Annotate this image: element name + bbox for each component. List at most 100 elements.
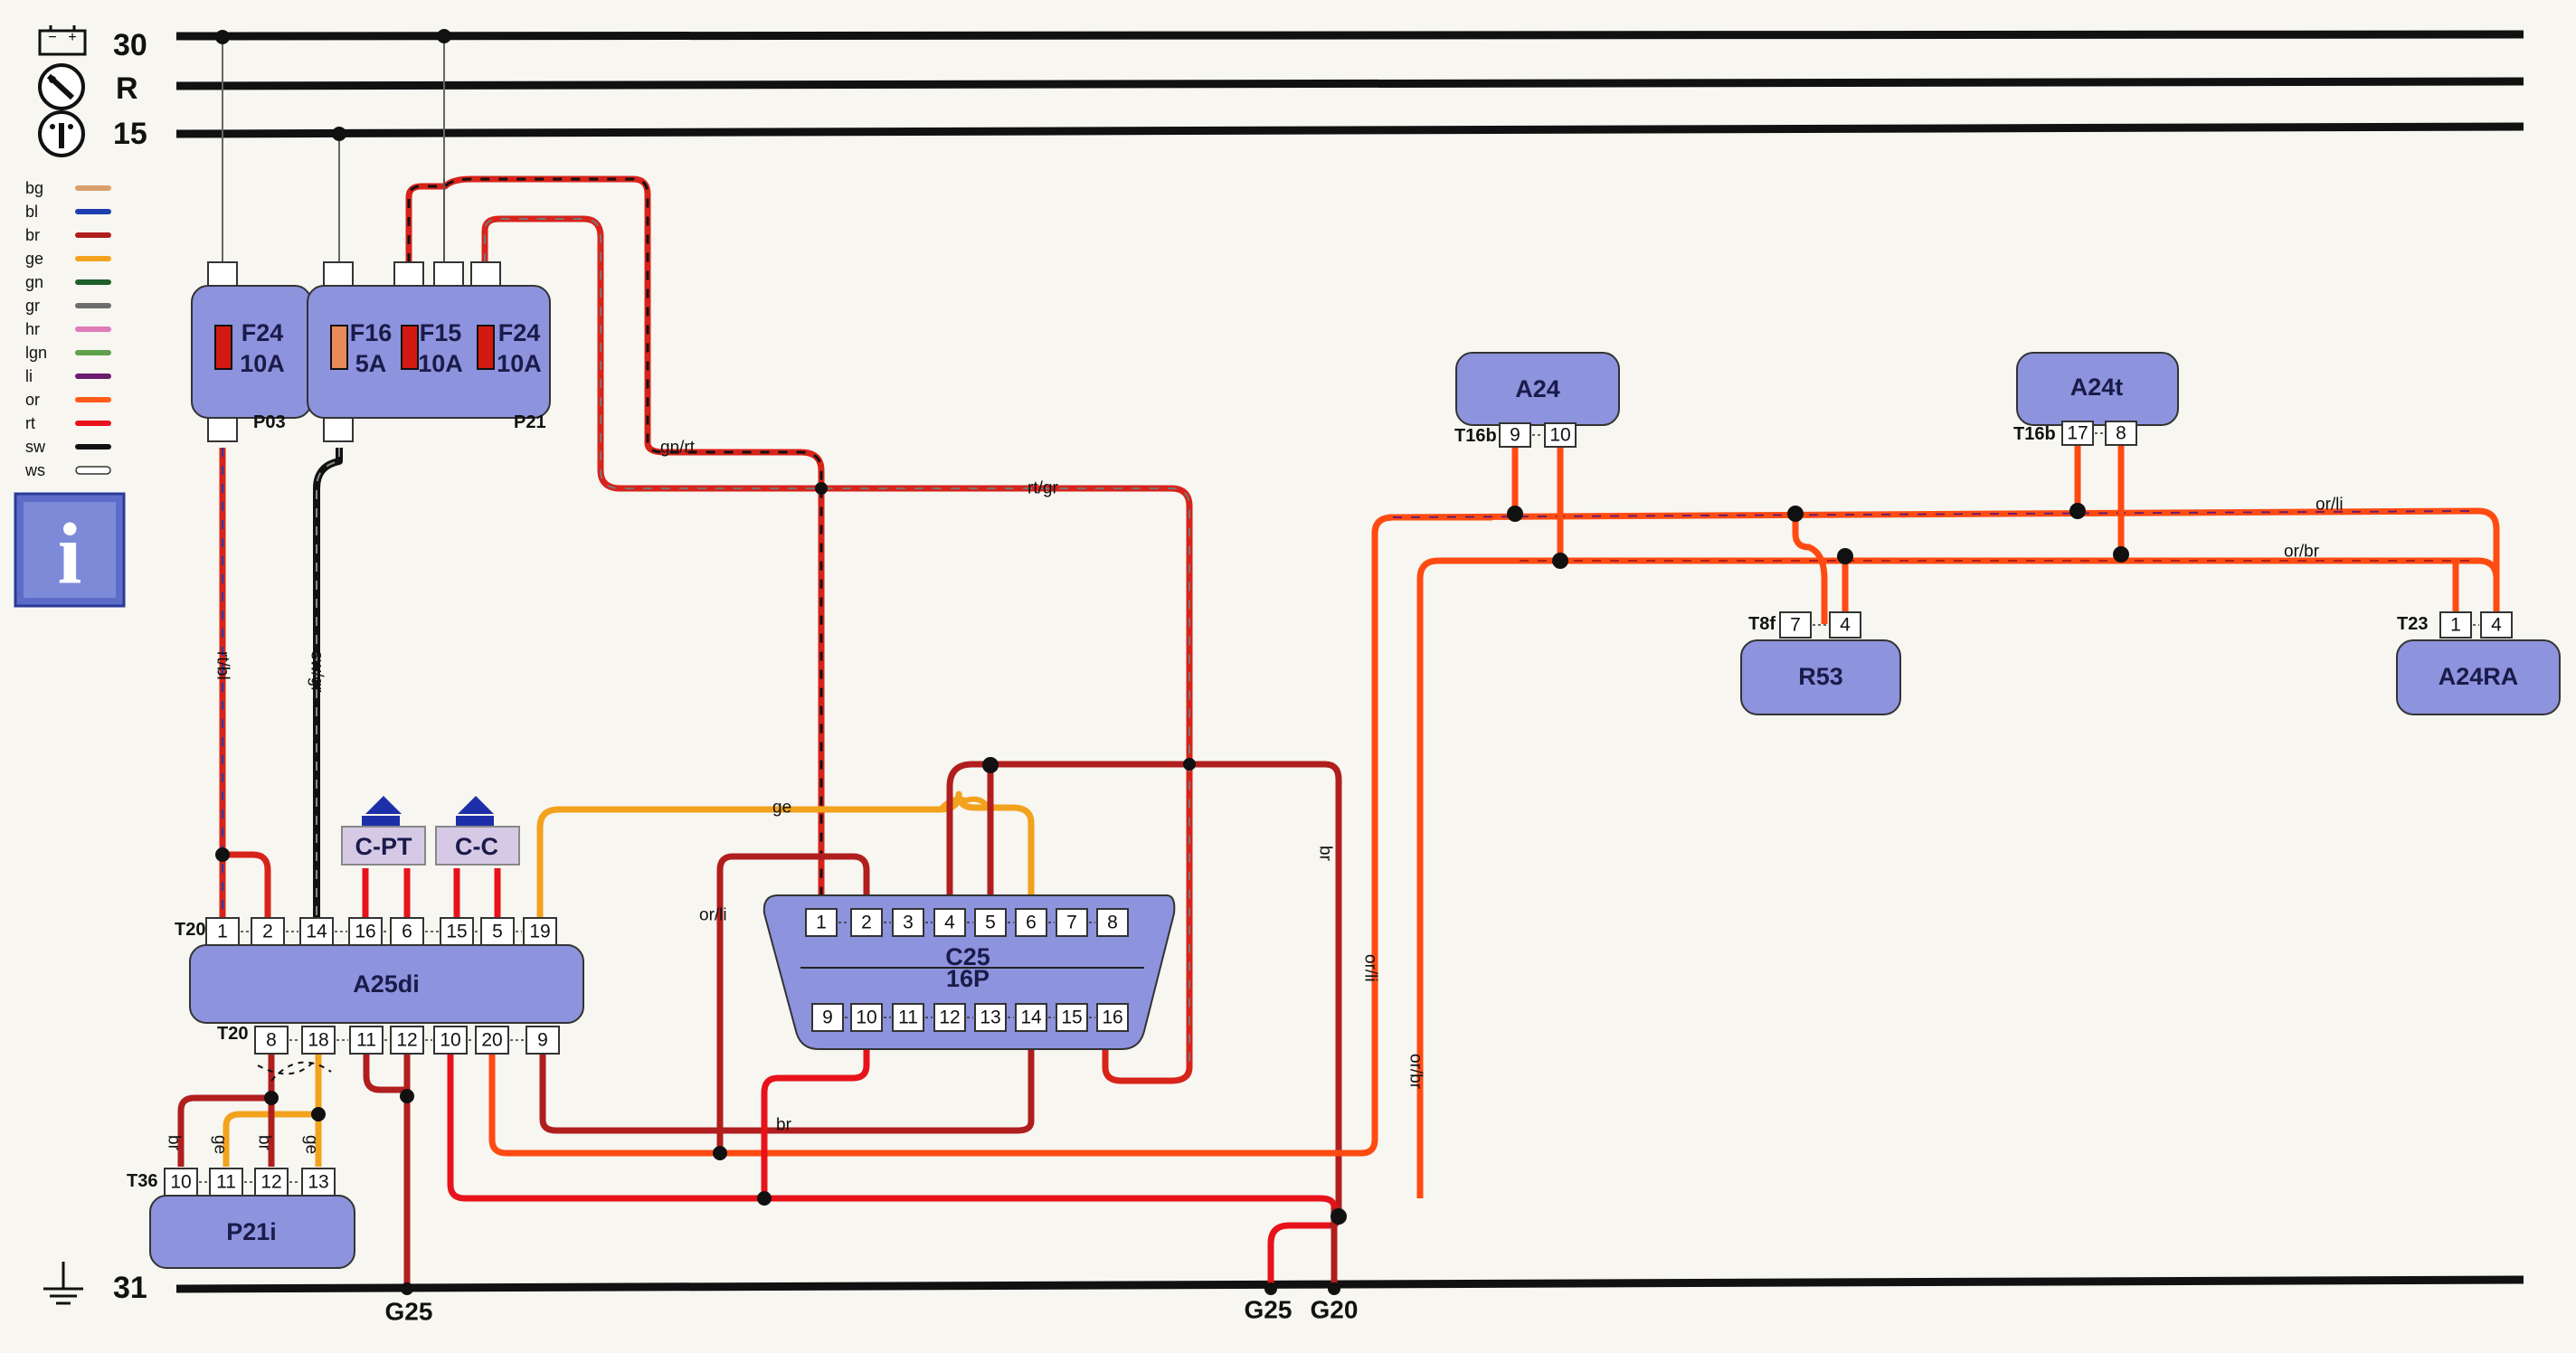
a25di-label: A25di [353,970,420,998]
wire-label-or-br-bus: or/br [2284,543,2320,562]
c25-bottom-pin-14 [1015,1003,1047,1032]
wire-label-rt-gr: rt/gr [1028,479,1058,498]
a25di-top-pin-label-5: 5 [492,922,503,942]
r53-label: R53 [1798,663,1843,690]
c25-bottom-pin-16 [1096,1003,1129,1032]
c25-bottom-pin-label-12: 12 [939,1008,960,1028]
info-icon: i [58,506,82,602]
fuse-box-p21-label: P21 [514,412,546,432]
a24-pin-label-10: 10 [1549,425,1570,446]
c25-bottom-pin-13 [974,1003,1007,1032]
ignition-key-icon [38,63,85,110]
legend-code-ge: ge [25,250,43,268]
a25di-top-pin-15 [440,917,474,946]
p21i-label: P21i [226,1218,277,1245]
c25-bottom-pin-label-13: 13 [980,1008,1000,1028]
wires [177,36,2500,1289]
a24t-pin-label-17: 17 [2067,423,2088,444]
c25-sublabel: 16P [946,965,990,992]
a25di-bottom-pin-18 [301,1026,336,1055]
fuse-f24-p21-rating: 10A [497,350,542,377]
a24t-pin-8 [2105,421,2137,446]
fuse-f16-rating: 5A [355,350,387,377]
legend-code-lgn: lgn [25,344,47,362]
p21i-pin-10 [164,1168,198,1197]
wire-label-br-mid: br [776,1116,792,1135]
c25-label: C25 [945,943,990,970]
legend-code-sw: sw [25,438,46,456]
arrow-up-icon [365,796,402,814]
rail-31-label: 31 [113,1271,147,1305]
legend-code-br: br [25,226,40,244]
arrow-up-icon [458,796,494,814]
a25di-top-pin-label-1: 1 [217,922,228,942]
p21i-pin-label-10: 10 [170,1172,191,1193]
a25di-top-pin-label-19: 19 [529,922,550,942]
wire-label-br-right: br [1316,846,1335,862]
c25-top-pin-label-1: 1 [816,913,827,933]
rail-15-line [175,122,2524,138]
fuse-f15-icon [401,325,419,370]
legend-code-or: or [25,391,40,409]
tag-c-pt[interactable]: C-PT [341,796,426,866]
wire-label-gn-rt: gn/rt [660,439,696,458]
rail-31-line [175,1275,2524,1293]
p21i-pin-11 [209,1168,243,1197]
a24ra-pin-1 [2439,611,2472,639]
a25di-top-pin-label-6: 6 [402,922,412,942]
c25-top-pin-5 [974,908,1007,937]
c25-top-pin-label-8: 8 [1107,913,1118,933]
r53-connector: T8f [1748,614,1776,634]
ignition-switch-icon [38,110,85,157]
a24t-connector: T16b [2013,424,2056,444]
rail-30-label: 30 [113,28,147,62]
a24t-label: A24t [2070,374,2124,401]
power-rails: 30 R 15 31 [113,28,2524,1305]
fuse-f15-name: F15 [420,319,462,346]
c25-bottom-pin-label-16: 16 [1102,1008,1122,1028]
a24t-pin-label-8: 8 [2116,423,2126,444]
a25di-bottom-pin-label-18: 18 [308,1030,328,1051]
c25-bottom-pin-label-11: 11 [898,1008,918,1028]
a24ra-pin-label-1: 1 [2450,615,2461,636]
p21i-pin-12 [254,1168,289,1197]
a24t-pin-17 [2061,421,2094,446]
wire-label-or-li-left: or/li [699,906,727,925]
a25di-top-pin-label-16: 16 [355,922,375,942]
a25di-bottom-pin-20 [475,1026,509,1055]
a25di-bottom-pin-11 [349,1026,384,1055]
a24-pin-label-9: 9 [1510,425,1520,446]
legend-code-gn: gn [25,273,43,291]
component-a24t: A24t T16b 17 8 [2013,352,2179,446]
c25-bottom-pin-12 [933,1003,966,1032]
a25di-top-pin-label-2: 2 [262,922,273,942]
legend-code-hr: hr [25,320,40,338]
c25-bottom-pin-label-15: 15 [1061,1008,1082,1028]
c25-bottom-pin-10 [850,1003,883,1032]
c25-bottom-pin-label-14: 14 [1020,1008,1042,1028]
c25-top-pin-8 [1096,908,1129,937]
a25di-bottom-pin-label-9: 9 [537,1030,548,1051]
a25di-connector-bottom: T20 [217,1024,248,1044]
rail-15-label: 15 [113,117,147,151]
wire-label-rt-bl: rt/bl [213,651,232,680]
c25-top-pin-label-5: 5 [985,913,996,933]
wire-label-ge: ge [772,799,791,818]
a24ra-connector: T23 [2397,614,2428,634]
r53-pin-label-4: 4 [1840,615,1851,636]
fuse-f24-p21-icon [477,325,495,370]
c25-top-pin-label-3: 3 [903,913,914,933]
svg-text:+: + [68,30,76,45]
a25di-bottom-pin-label-10: 10 [440,1030,460,1051]
info-button[interactable]: i [14,492,126,608]
wire-label-or-li-bus: or/li [2316,496,2344,515]
tag-c-c[interactable]: C-C [435,796,520,866]
c25-top-pin-3 [892,908,924,937]
